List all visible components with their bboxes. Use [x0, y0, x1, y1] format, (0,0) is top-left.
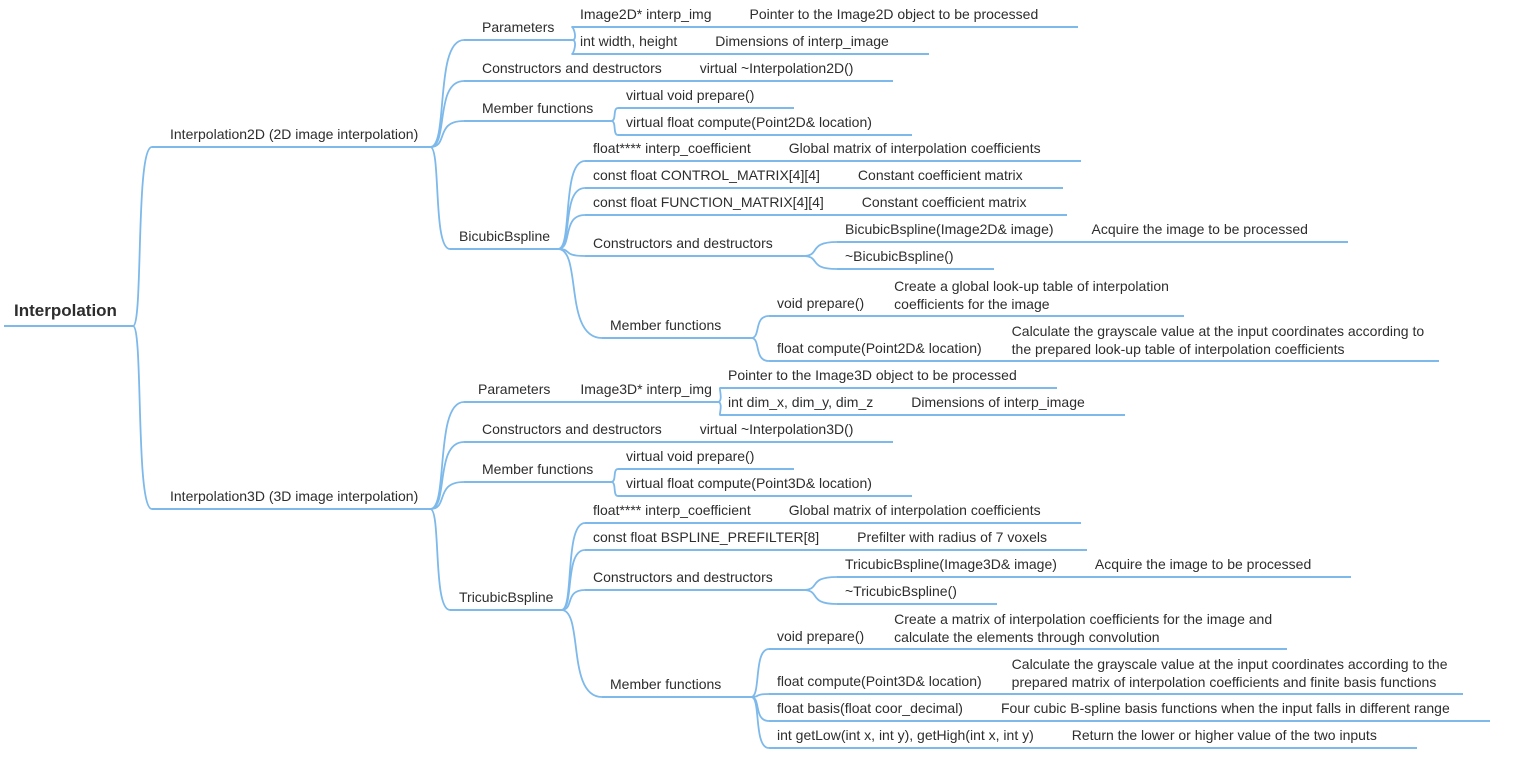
node-note-row[interactable]: Pointer to the Image3D object to be proc… — [720, 366, 1057, 389]
node-method-row[interactable]: virtual float compute(Point2D& location) — [618, 113, 912, 136]
node-method-row[interactable]: virtual void prepare() — [618, 86, 795, 109]
node-label: Member functions — [482, 100, 594, 116]
node-note: Global matrix of interpolation coefficie… — [788, 502, 1041, 518]
node-note: Acquire the image to be processed — [1094, 556, 1312, 572]
node-note: Create a global look-up table of interpo… — [894, 278, 1169, 312]
node-note: Acquire the image to be processed — [1091, 221, 1308, 237]
node-label: Pointer to the Image3D object to be proc… — [728, 367, 1017, 383]
node-method-row[interactable]: TricubicBspline(Image3D& image) Acquire … — [837, 555, 1352, 578]
node-member-functions-group[interactable]: Member functions — [602, 316, 752, 339]
node-tricubicbspline[interactable]: TricubicBspline — [450, 588, 562, 611]
node-label: Parameters — [478, 381, 551, 397]
node-method-row[interactable]: float basis(float coor_decimal) Four cub… — [769, 699, 1490, 722]
node-method-row[interactable]: float compute(Point2D& location) Calcula… — [769, 322, 1440, 362]
node-note: Prefilter with radius of 7 voxels — [857, 529, 1048, 545]
node-note: Calculate the grayscale value at the inp… — [1011, 656, 1448, 690]
node-constructors-row[interactable]: Constructors and destructors virtual ~In… — [464, 59, 894, 82]
node-method-row[interactable]: virtual void prepare() — [618, 447, 795, 470]
node-member-functions-group[interactable]: Member functions — [464, 460, 612, 483]
node-note: Pointer to the Image2D object to be proc… — [749, 6, 1039, 22]
node-label: Constructors and destructors — [482, 421, 662, 437]
node-label: float compute(Point2D& location) — [777, 340, 982, 356]
node-interpolation2d[interactable]: Interpolation2D (2D image interpolation) — [152, 125, 431, 148]
node-method-row[interactable]: void prepare() Create a global look-up t… — [769, 277, 1184, 317]
node-note: Global matrix of interpolation coefficie… — [788, 140, 1041, 156]
node-member-functions-group[interactable]: Member functions — [602, 675, 752, 698]
node-label: float**** interp_coefficient — [593, 140, 751, 156]
node-label: int width, height — [580, 33, 678, 49]
node-constructors-group[interactable]: Constructors and destructors — [585, 234, 803, 257]
node-label: ~BicubicBspline() — [845, 248, 954, 264]
node-label: Image2D* interp_img — [580, 6, 712, 22]
node-interpolation3d[interactable]: Interpolation3D (3D image interpolation) — [152, 487, 431, 510]
node-label: void prepare() — [777, 295, 865, 311]
node-field-row[interactable]: Image2D* interp_img Pointer to the Image… — [572, 5, 1079, 28]
node-field-row[interactable]: int dim_x, dim_y, dim_z Dimensions of in… — [720, 393, 1125, 416]
node-label: TricubicBspline — [459, 589, 554, 605]
node-label: Constructors and destructors — [482, 60, 662, 76]
node-note: Constant coefficient matrix — [861, 194, 1027, 210]
node-note: Calculate the grayscale value at the inp… — [1011, 323, 1425, 357]
node-label: TricubicBspline(Image3D& image) — [845, 556, 1057, 572]
node-method-row[interactable]: void prepare() Create a matrix of interp… — [769, 610, 1288, 650]
node-label: BicubicBspline — [459, 228, 551, 244]
node-label: float compute(Point3D& location) — [777, 673, 982, 689]
node-note: Create a matrix of interpolation coeffic… — [894, 611, 1273, 645]
node-field-row[interactable]: float**** interp_coefficient Global matr… — [585, 501, 1081, 524]
node-label: Constructors and destructors — [593, 235, 773, 251]
node-note: Return the lower or higher value of the … — [1071, 727, 1377, 743]
node-method-row[interactable]: virtual float compute(Point3D& location) — [618, 474, 912, 497]
node-label: Member functions — [610, 676, 722, 692]
node-label: float**** interp_coefficient — [593, 502, 751, 518]
node-note: Dimensions of interp_image — [911, 394, 1085, 410]
node-method-row[interactable]: ~TricubicBspline() — [837, 582, 997, 605]
node-label: Member functions — [482, 461, 594, 477]
node-member-functions-group[interactable]: Member functions — [464, 99, 612, 122]
node-method-row[interactable]: float compute(Point3D& location) Calcula… — [769, 655, 1463, 695]
node-label: void prepare() — [777, 628, 865, 644]
node-parameters-group[interactable]: Parameters — [464, 18, 573, 41]
node-label: int dim_x, dim_y, dim_z — [728, 394, 874, 410]
node-note: virtual ~Interpolation3D() — [699, 421, 854, 437]
node-interpolation-root[interactable]: Interpolation — [4, 300, 133, 327]
node-label: virtual float compute(Point3D& location) — [626, 475, 872, 491]
node-label: virtual float compute(Point2D& location) — [626, 114, 872, 130]
node-label: Interpolation3D (3D image interpolation) — [170, 488, 419, 504]
node-label: Constructors and destructors — [593, 569, 773, 585]
node-label: const float FUNCTION_MATRIX[4][4] — [593, 194, 824, 210]
node-constructors-row[interactable]: Constructors and destructors virtual ~In… — [464, 420, 894, 443]
node-parameters-group[interactable]: Parameters Image3D* interp_img — [464, 380, 718, 403]
node-label: Interpolation — [14, 301, 117, 320]
node-bicubicbspline[interactable]: BicubicBspline — [450, 227, 559, 250]
node-note: Constant coefficient matrix — [857, 167, 1023, 183]
node-constructors-group[interactable]: Constructors and destructors — [585, 568, 803, 591]
node-label: virtual void prepare() — [626, 448, 755, 464]
node-note: Dimensions of interp_image — [715, 33, 889, 49]
node-field-row[interactable]: int width, height Dimensions of interp_i… — [572, 32, 929, 55]
node-method-row[interactable]: int getLow(int x, int y), getHigh(int x,… — [769, 726, 1417, 749]
node-label: Member functions — [610, 317, 722, 333]
node-field-row[interactable]: const float CONTROL_MATRIX[4][4] Constan… — [585, 166, 1063, 189]
node-label: Image3D* interp_img — [580, 381, 712, 397]
node-note: Four cubic B-spline basis functions when… — [1000, 700, 1450, 716]
node-field-row[interactable]: const float FUNCTION_MATRIX[4][4] Consta… — [585, 193, 1067, 216]
node-label: virtual void prepare() — [626, 87, 755, 103]
node-label: int getLow(int x, int y), getHigh(int x,… — [777, 727, 1034, 743]
node-label: Parameters — [482, 19, 555, 35]
node-label: ~TricubicBspline() — [845, 583, 957, 599]
node-field-row[interactable]: float**** interp_coefficient Global matr… — [585, 139, 1081, 162]
node-note: virtual ~Interpolation2D() — [699, 60, 854, 76]
node-field-row[interactable]: const float BSPLINE_PREFILTER[8] Prefilt… — [585, 528, 1088, 551]
node-method-row[interactable]: BicubicBspline(Image2D& image) Acquire t… — [837, 220, 1348, 243]
node-method-row[interactable]: ~BicubicBspline() — [837, 247, 994, 270]
node-label: Interpolation2D (2D image interpolation) — [170, 126, 419, 142]
node-label: const float CONTROL_MATRIX[4][4] — [593, 167, 820, 183]
node-label: BicubicBspline(Image2D& image) — [845, 221, 1054, 237]
node-label: float basis(float coor_decimal) — [777, 700, 963, 716]
node-label: const float BSPLINE_PREFILTER[8] — [593, 529, 820, 545]
